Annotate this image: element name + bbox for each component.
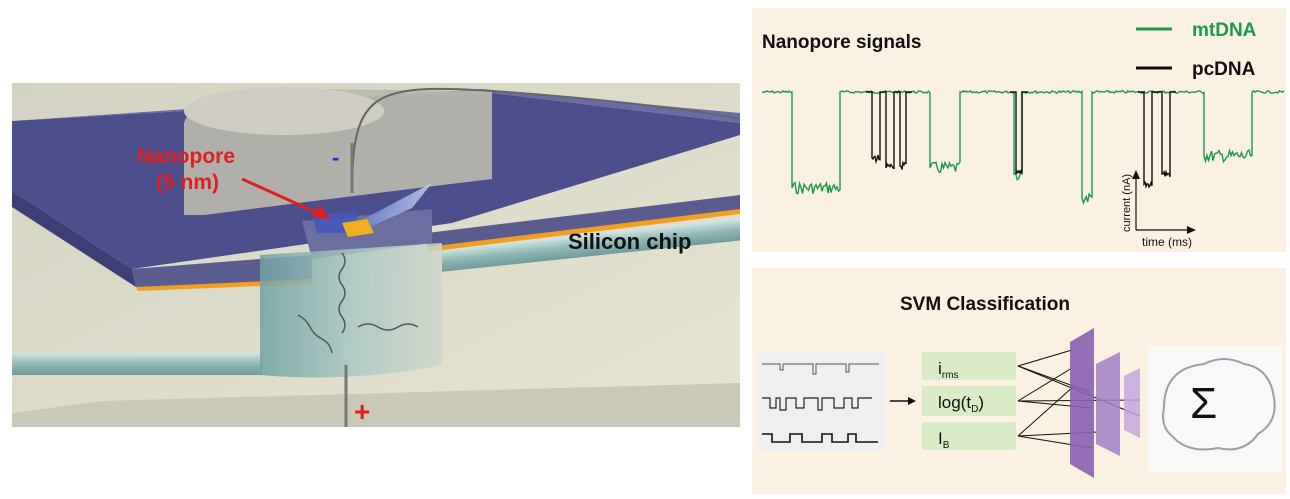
mtdna-trace: [762, 89, 1285, 206]
svm-layer-3: [1124, 368, 1140, 438]
negative-electrode-label: -: [332, 145, 339, 170]
chip-right-front-face: [427, 195, 740, 251]
feature-logtd: log(tD): [938, 393, 984, 415]
x-axis-label: time (ms): [1142, 235, 1192, 249]
input-trace-2: [762, 397, 872, 411]
slab-front-face: [12, 383, 740, 427]
silicon-chip-label: Silicon chip: [568, 229, 691, 254]
membrane-edge-right: [427, 209, 740, 252]
svm-classification-panel: SVM Classification irms log(tD) IB Σ: [752, 268, 1286, 494]
svm-diagram: SVM Classification irms log(tD) IB Σ: [758, 294, 1282, 478]
nanopore-signals-panel: Nanopore signals mtDNA pcDNA current (nA…: [752, 8, 1286, 252]
feature-box-irms: [922, 352, 1016, 380]
chip-top-highlight: [12, 89, 740, 123]
svm-layer-1: [1070, 328, 1094, 478]
y-axis-arrow: [1132, 170, 1140, 179]
right-fluid-pipe: [442, 218, 740, 272]
signals-title: Nanopore signals: [762, 32, 921, 53]
positive-electrode-label: +: [354, 396, 370, 427]
nanopore-device-diagram: Nanopore (5 nm) Silicon chip - +: [12, 83, 741, 427]
upper-electrode-wire: [351, 87, 741, 194]
y-axis-label: current (nA): [1121, 174, 1133, 232]
nanopore-pointer-arrow: [241, 177, 323, 217]
x-axis-arrow: [1187, 226, 1196, 234]
input-trace-1: [762, 363, 879, 375]
feature-irms: irms: [938, 359, 958, 381]
nanopore: [342, 219, 374, 237]
brain-icon: [1162, 358, 1276, 451]
pcdna-trace: [866, 91, 1176, 189]
input-arrow-head: [908, 397, 916, 405]
pore-size-label: (5 nm): [156, 171, 219, 194]
dna-strand-1: [338, 252, 346, 334]
sum-symbol: Σ: [1190, 379, 1217, 428]
svm-layer-2: [1096, 352, 1120, 456]
arrow-head: [312, 205, 330, 219]
left-fluid-pipe: [12, 353, 262, 375]
dna-strand-3: [357, 323, 419, 331]
nanopore-label: Nanopore: [137, 145, 235, 168]
nanopore-device-illustration: Nanopore (5 nm) Silicon chip - +: [12, 83, 741, 427]
cylinder-top: [184, 87, 384, 135]
lower-reservoir-well: [260, 243, 442, 378]
feature-ib: IB: [938, 429, 950, 451]
feature-box-logtd: [922, 386, 1016, 416]
chip-left-face: [12, 191, 136, 287]
legend-label-mtdna: mtDNA: [1192, 20, 1257, 41]
svm-title: SVM Classification: [900, 294, 1070, 315]
brain-area: [1148, 346, 1282, 472]
legend-label-pcdna: pcDNA: [1192, 59, 1256, 80]
signals-chart: Nanopore signals mtDNA pcDNA current (nA…: [762, 20, 1285, 249]
dna-strand-2: [297, 314, 333, 354]
feature-box-ib: [922, 422, 1016, 450]
input-trace-3: [762, 433, 878, 443]
